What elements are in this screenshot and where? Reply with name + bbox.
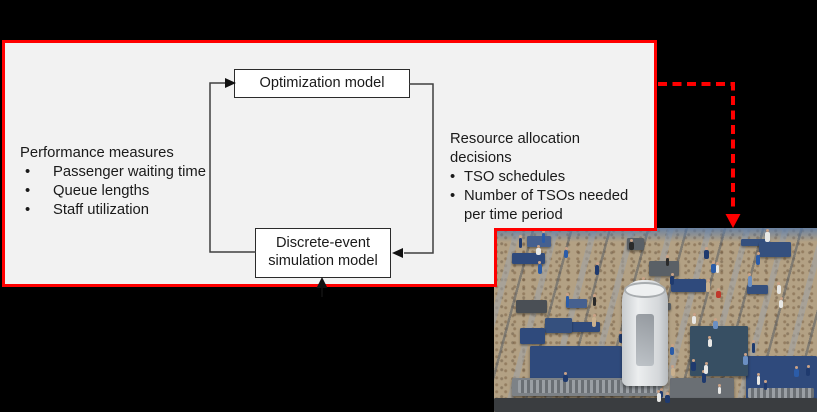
performance-measures-list: Performance measures • Passenger waiting… bbox=[20, 144, 240, 220]
bullet-icon: • bbox=[450, 169, 456, 185]
arrowhead-down-icon bbox=[725, 214, 741, 228]
bullet-icon: • bbox=[25, 202, 31, 218]
resource-decisions-list: Resource allocation decisions • TSO sche… bbox=[450, 130, 637, 225]
bullet-icon: • bbox=[25, 164, 31, 180]
simulation-model-box: Discrete-event simulation model bbox=[255, 228, 391, 278]
photo-frame-border bbox=[494, 228, 657, 287]
optimization-model-box: Optimization model bbox=[234, 69, 410, 98]
optimization-model-label: Optimization model bbox=[259, 74, 385, 91]
resources-title: Resource allocation decisions bbox=[450, 131, 580, 166]
dashed-annotation-arrow bbox=[658, 82, 735, 211]
list-item: • TSO schedules bbox=[450, 169, 566, 185]
list-item: • Passenger waiting time bbox=[20, 163, 240, 182]
bullet-icon: • bbox=[25, 183, 31, 199]
bullet-icon: • bbox=[450, 188, 456, 204]
list-item: • Queue lengths bbox=[20, 182, 240, 201]
simulation-model-label-line1: Discrete-event bbox=[275, 235, 371, 252]
checkpoint-photo bbox=[494, 228, 817, 412]
performance-title: Performance measures bbox=[20, 145, 174, 161]
simulation-model-label-line2: simulation model bbox=[268, 253, 378, 269]
body-scanner bbox=[622, 280, 668, 386]
list-item: • Staff utilization bbox=[20, 201, 240, 220]
far-wall bbox=[494, 228, 817, 242]
list-item: • Number of TSOs needed per time period bbox=[450, 188, 629, 223]
